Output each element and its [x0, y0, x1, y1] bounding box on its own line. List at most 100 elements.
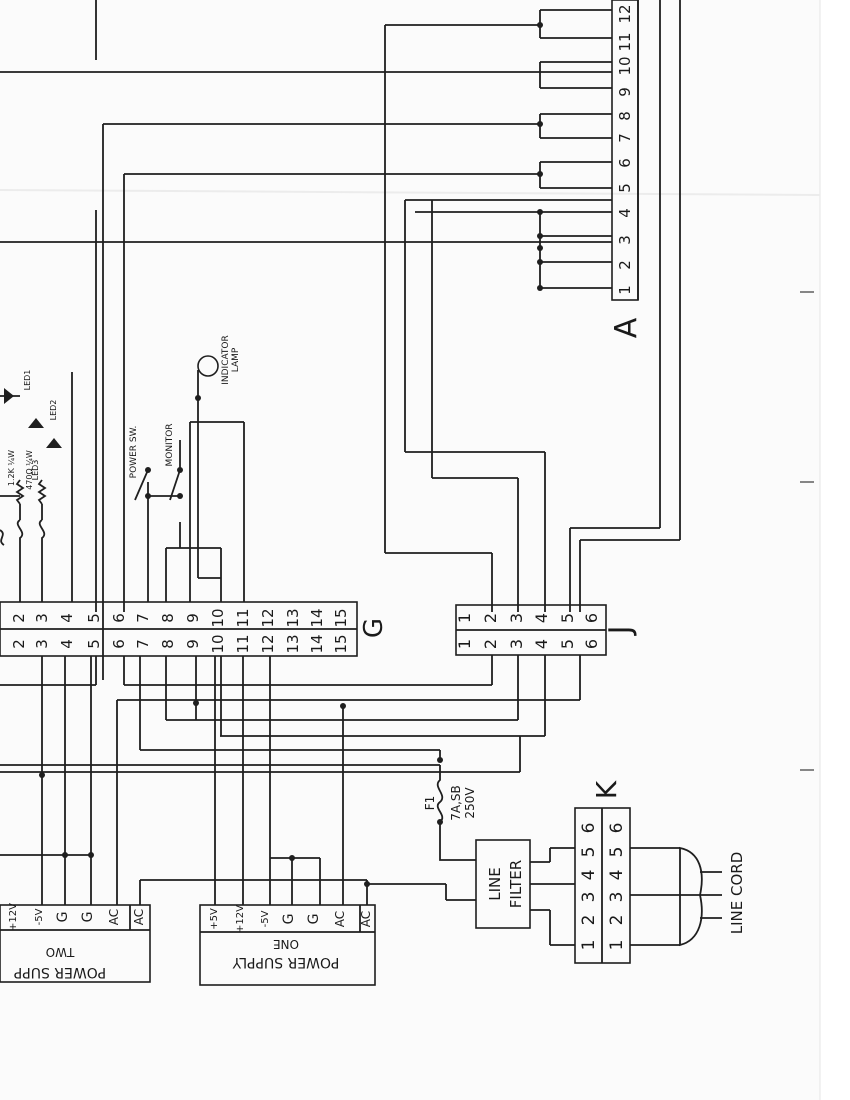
fuse-ref: F1 — [423, 796, 437, 811]
connector-g-pin: 2 — [10, 613, 28, 623]
ps2-terminal: AC — [132, 909, 146, 925]
connector-g-pin: 11 — [234, 634, 252, 653]
power-supply-two-box — [0, 904, 151, 983]
ps2-terminal: G — [55, 912, 71, 923]
connector-g-pin: 14 — [308, 634, 326, 653]
resistor-1-label: 1.2K ¼W — [7, 450, 16, 486]
switch-area: POWER SW. MONITOR INDICATOR LAMP — [129, 335, 245, 602]
connector-j-label: J — [603, 626, 638, 637]
power-supply-two-terminals: +12V -5V G G AC AC — [8, 903, 146, 931]
connector-k-pin: 3 — [607, 892, 627, 903]
connector-g-pin: 14 — [308, 608, 326, 627]
connector-k-pin: 2 — [607, 915, 627, 926]
resistor-1 — [15, 479, 25, 505]
connector-j-pin: 4 — [532, 613, 551, 623]
connector-j-pin: 5 — [558, 639, 577, 649]
ps1-terminal: AC — [359, 911, 373, 927]
connector-k-pin: 1 — [579, 940, 599, 951]
connector-g-pin: 6 — [110, 639, 128, 649]
ps1-label-top: POWER SUPPLY — [232, 954, 339, 970]
connector-a: 1 2 3 4 5 6 7 8 9 10 11 12 A — [609, 0, 644, 338]
indicator-lamp-label-1: INDICATOR — [221, 335, 231, 385]
ps2-terminal: -5V — [34, 908, 45, 925]
connector-g-pin: 15 — [332, 634, 350, 653]
connector-k-pin: 4 — [607, 870, 627, 881]
connector-k: 1 2 3 4 5 6 1 2 3 4 5 6 K — [574, 780, 631, 964]
connector-j-pin: 2 — [481, 639, 500, 649]
connector-g-pin: 9 — [184, 613, 202, 623]
connector-g-pin: 13 — [284, 634, 302, 653]
indicator-lamp-symbol — [197, 355, 219, 377]
fuse-voltage: 250V — [463, 787, 477, 819]
connector-a-pin: 6 — [616, 158, 634, 168]
line-filter-label-1: LINE — [486, 867, 504, 900]
connector-j-pin: 3 — [507, 639, 526, 649]
connector-g-label: G — [359, 618, 389, 638]
connector-k-pin: 3 — [579, 892, 599, 903]
connector-k-pins-right: 1 2 3 4 5 6 — [607, 823, 627, 951]
connector-g-pin: 7 — [134, 613, 152, 623]
paper-margin — [820, 0, 850, 1100]
led2-label: LED2 — [49, 400, 58, 421]
connector-k-pin: 5 — [579, 847, 599, 858]
led1-symbol — [4, 388, 14, 404]
ps1-label-bottom: ONE — [273, 937, 299, 951]
connector-a-pin: 12 — [616, 4, 634, 23]
ps1-terminal: +12V — [235, 905, 246, 933]
connector-g-pin: 5 — [85, 613, 103, 623]
connector-j-pin: 1 — [455, 639, 474, 649]
connector-k-pin: 6 — [607, 823, 627, 834]
connector-a-label: A — [609, 317, 644, 338]
power-supply-one: +5V +12V -5V G G AC AC POWER SUPPLY ONE — [199, 904, 376, 986]
monitor-switch-label: MONITOR — [165, 423, 175, 466]
connector-k-pin: 5 — [607, 847, 627, 858]
connector-g-pin: 10 — [209, 634, 227, 653]
connector-j-pin: 1 — [455, 613, 474, 623]
line-cord-label: LINE CORD — [728, 852, 746, 935]
power-supply-one-box — [199, 904, 376, 986]
connector-j-pin: 6 — [582, 639, 601, 649]
ps1-terminal: -5V — [260, 910, 271, 927]
connector-g-pin: 3 — [33, 639, 51, 649]
connector-a-pin: 9 — [616, 87, 634, 97]
connector-a-pin: 1 — [616, 285, 634, 295]
connector-g-pin: 12 — [259, 634, 277, 653]
ps2-terminal: +12V — [8, 903, 19, 931]
resistor-2 — [37, 479, 47, 505]
led2-symbol — [28, 418, 44, 428]
connector-g-pin: 11 — [234, 608, 252, 627]
resistor-2-label: 470Ω ¼W — [25, 450, 34, 490]
ps2-label-bottom: TWO — [46, 945, 76, 959]
connector-j-pin: 5 — [558, 613, 577, 623]
connector-g-pin: 13 — [284, 608, 302, 627]
connector-j-pins-top: 1 2 3 4 5 6 — [455, 613, 601, 623]
connector-a-pin: 2 — [616, 260, 634, 270]
connector-a-pin: 4 — [616, 208, 634, 218]
connector-k-pin: 1 — [607, 940, 627, 951]
connector-k-pins-left: 1 2 3 4 5 6 — [579, 823, 599, 951]
connector-g-pin: 4 — [58, 639, 76, 649]
edge-ticks — [800, 291, 814, 771]
ps2-terminal: AC — [107, 909, 121, 925]
connector-g-pin: 10 — [209, 608, 227, 627]
connector-g-pin: 9 — [184, 639, 202, 649]
ps1-terminal: AC — [333, 911, 347, 927]
connector-a-pin: 5 — [616, 183, 634, 193]
ps1-terminal: G — [306, 914, 322, 925]
indicator-lamp-label-2: LAMP — [231, 347, 241, 372]
connector-a-pin: 7 — [616, 133, 634, 143]
line-filter: LINE FILTER — [475, 839, 575, 946]
led3-symbol — [46, 438, 62, 448]
connector-j-pin: 6 — [582, 613, 601, 623]
line-cord-plug: LINE CORD — [630, 846, 746, 947]
connector-k-pin: 6 — [579, 823, 599, 834]
connector-a-pin: 8 — [616, 111, 634, 121]
power-supply-two: +12V -5V G G AC AC POWER SUPP TWO — [0, 903, 151, 983]
connector-j-pin: 3 — [507, 613, 526, 623]
ps1-terminal: +5V — [209, 908, 220, 930]
fuse-f1: F1 7A,SB 250V — [423, 765, 477, 861]
connector-g-pin: 4 — [58, 613, 76, 623]
fuse-rating: 7A,SB — [449, 785, 463, 821]
connector-a-pins: 1 2 3 4 5 6 7 8 9 10 11 12 — [616, 4, 634, 294]
connector-g-pin: 3 — [33, 613, 51, 623]
